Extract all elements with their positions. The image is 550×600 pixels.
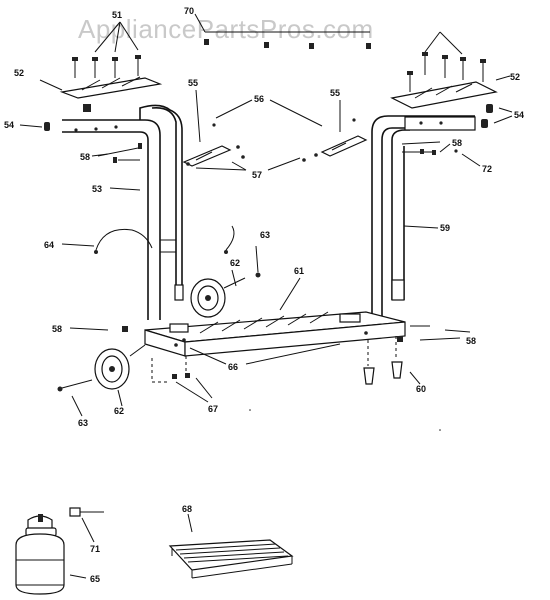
callout-66: 66 [228,362,238,372]
callout-54-right: 54 [514,110,524,120]
callout-58-upper-right: 58 [452,138,462,148]
callout-60: 60 [416,384,426,394]
speck [249,409,251,411]
callout-55-right: 55 [330,88,340,98]
watermark-text: AppliancePartsPros.com [78,14,374,44]
regulator-71 [69,507,104,543]
callout-58-lower-left: 58 [52,324,62,334]
right-frame-upright-59 [371,115,476,320]
bolts-58-upper-right [401,141,451,155]
cross-brace-55-right [302,100,368,162]
callout-63-lower: 63 [78,418,88,428]
callout-71: 71 [90,544,100,554]
screws-51-left [72,21,141,78]
callout-65: 65 [90,574,100,584]
side-shelf-52-left [39,76,163,99]
speck [439,429,441,431]
callout-54-left: 54 [4,120,14,130]
callout-62-lower: 62 [114,406,124,416]
callout-62-upper: 62 [230,258,240,268]
callout-52-left: 52 [14,68,24,78]
knob-54-right [481,104,513,128]
leader-66b [245,343,341,365]
bolts-58-lower-left [69,326,128,332]
bracket-piece-left [83,104,91,112]
callout-61: 61 [294,266,304,276]
callout-64: 64 [44,240,54,250]
callout-52-right: 52 [510,72,520,82]
callout-72: 72 [482,164,492,174]
feet-60 [363,336,421,385]
leader-66 [189,347,227,365]
callout-53: 53 [92,184,102,194]
warming-rack-68 [168,513,294,579]
callout-58-lower-right: 58 [466,336,476,346]
callout-70: 70 [184,6,194,16]
leader-57 [195,157,301,171]
callout-63-upper: 63 [260,230,270,240]
bolt-63-lower [57,379,93,417]
screws-70 [194,13,371,49]
callout-67: 67 [208,404,218,414]
wheel-62-lower [94,344,146,407]
left-frame-upright-53 [62,104,184,320]
callout-56: 56 [254,94,264,104]
side-shelf-52-right [390,75,511,109]
callout-57: 57 [252,170,262,180]
callout-59: 59 [440,223,450,233]
leader-59 [403,225,439,229]
handle-wire-64 [61,225,235,254]
callout-55-left: 55 [188,78,198,88]
propane-tank-65 [15,514,87,595]
bottom-shelf-61 [144,277,406,357]
leader-72 [454,149,481,167]
bolt-63-upper [255,245,261,278]
bolts-58-upper-left [91,143,142,163]
leader-56 [215,99,323,127]
bolts-58-lower-right [397,325,471,342]
callout-68: 68 [182,504,192,514]
leg-caps-67 [151,356,213,403]
screws-51-right [407,31,486,92]
leader-53 [109,187,141,191]
cross-brace-55-left [182,89,245,167]
knob-54-left [19,122,50,131]
callout-58-upper-left: 58 [80,152,90,162]
callout-51: 51 [112,10,122,20]
wheel-62-upper [190,269,246,318]
